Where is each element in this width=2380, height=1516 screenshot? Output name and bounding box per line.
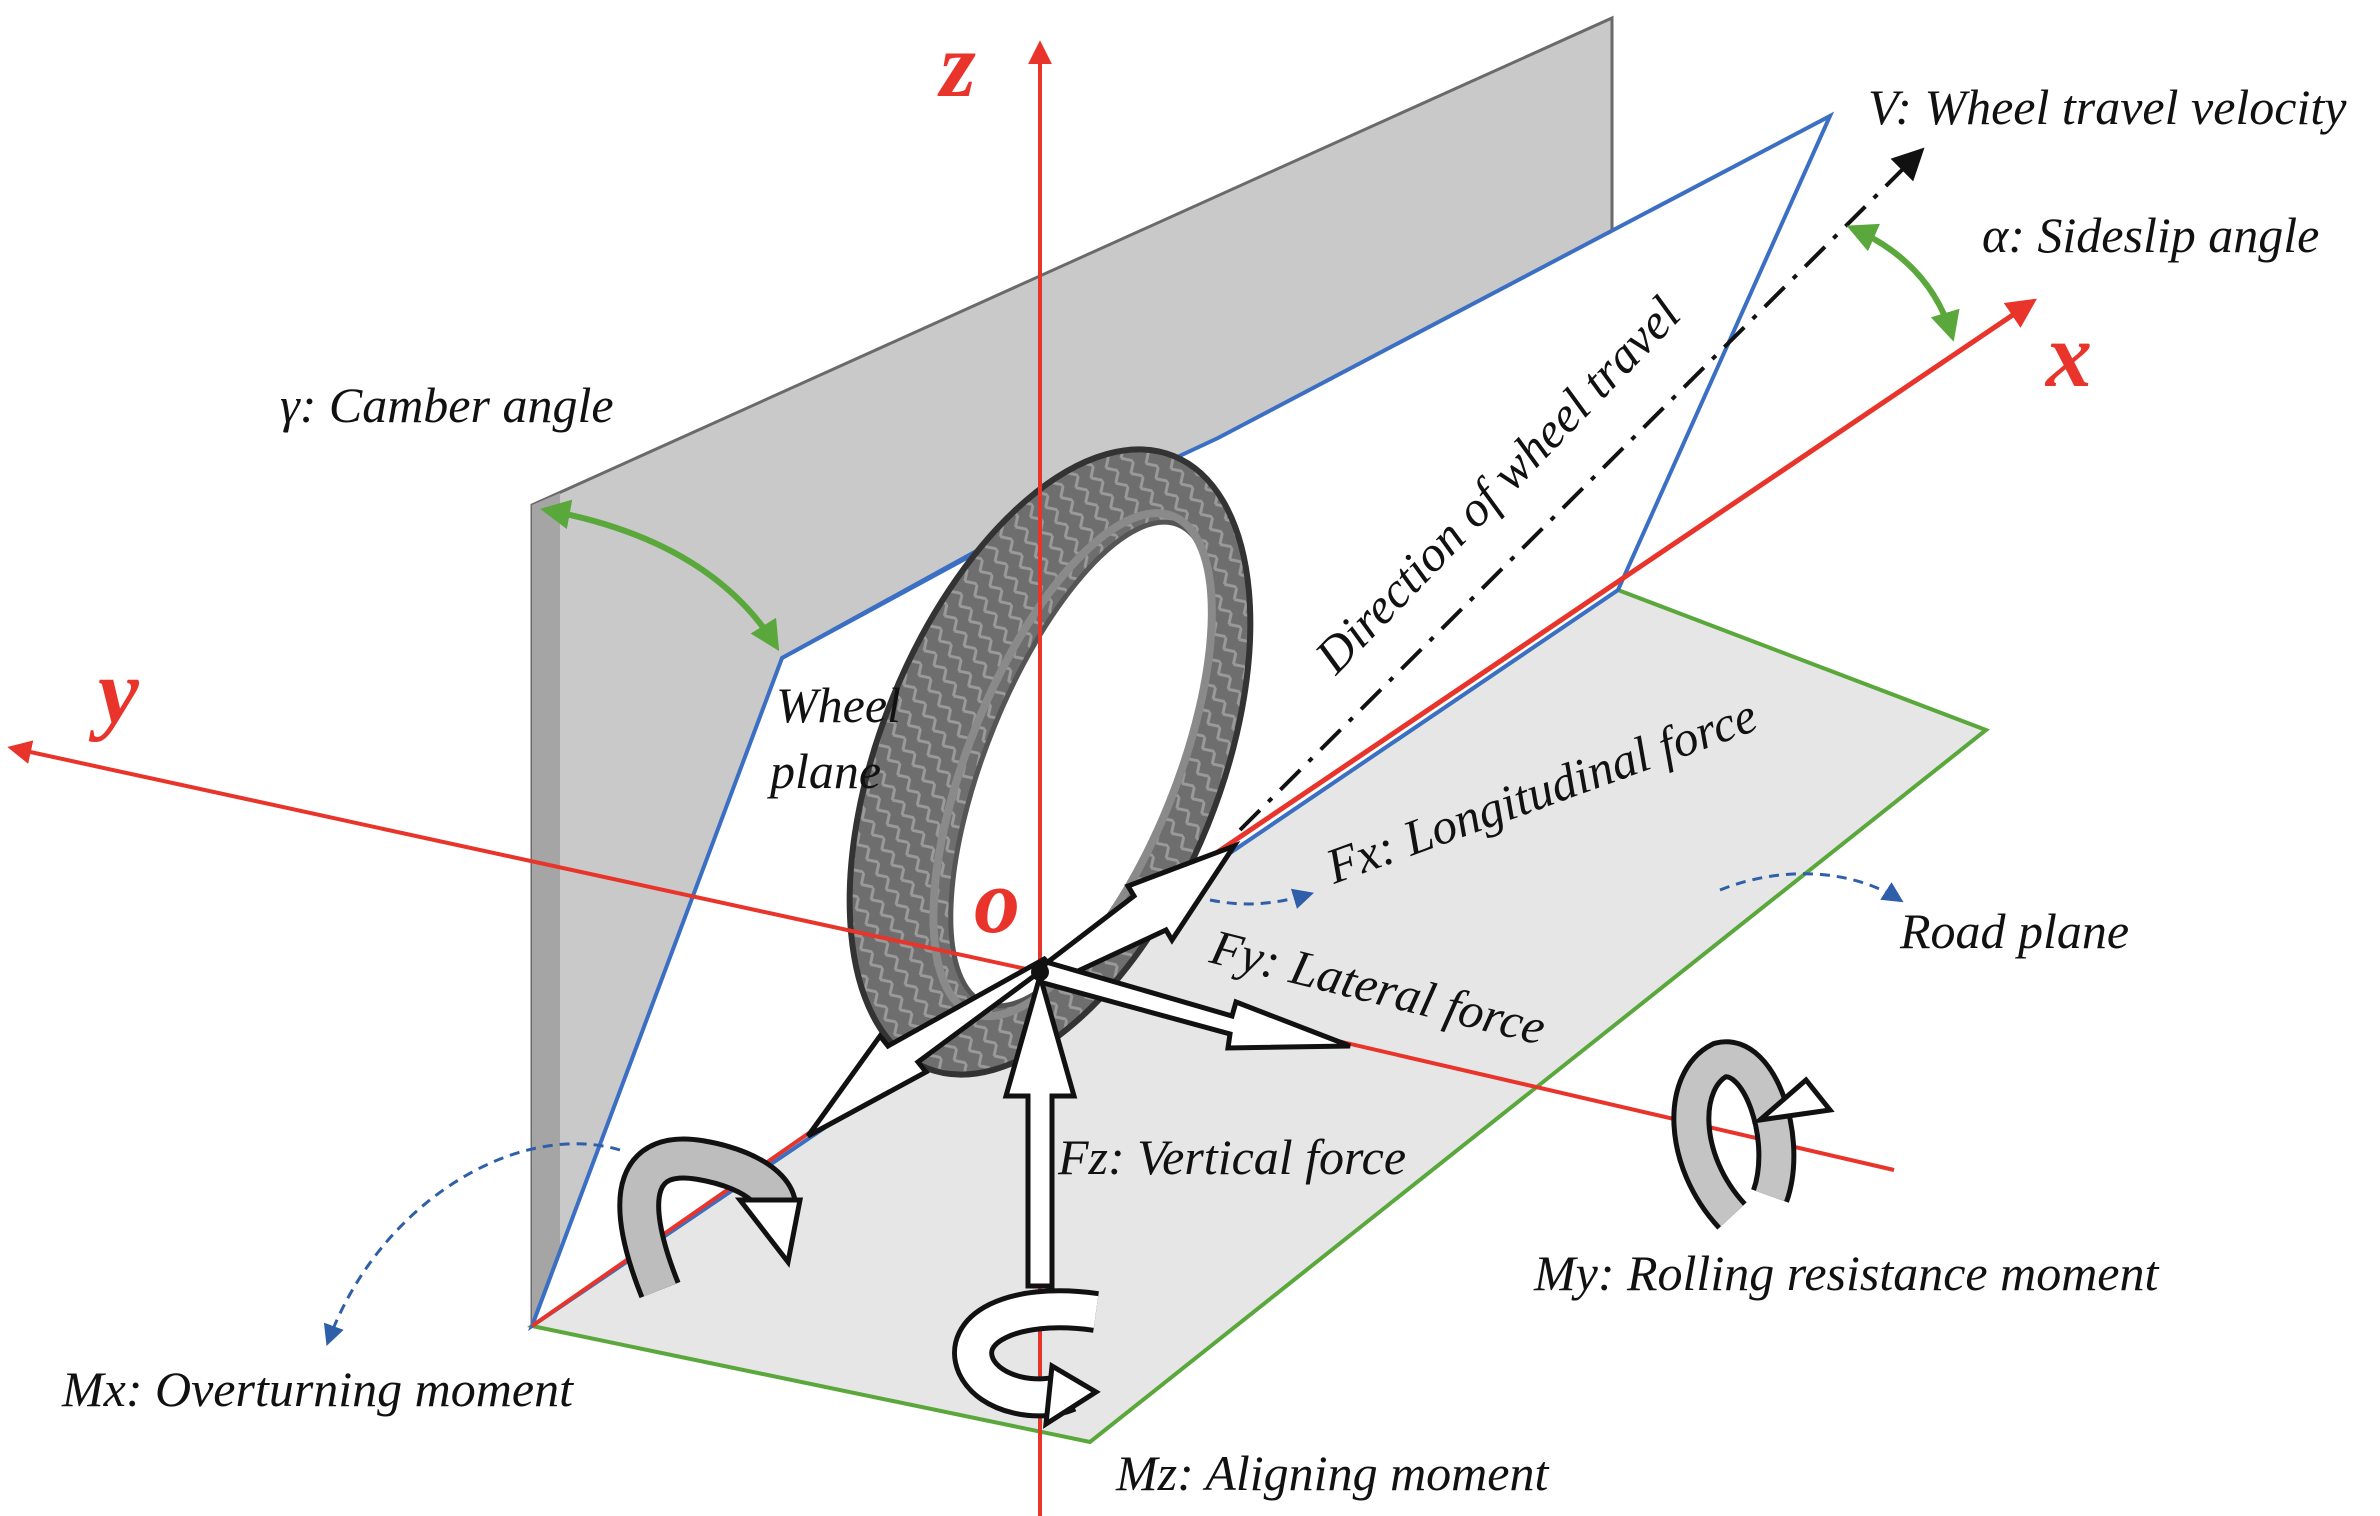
wheel-plane-label-line2: plane [767,743,881,799]
fz-arrow [1002,966,1078,1289]
x-axis-label: x [2044,304,2092,406]
wheel-travel-line [1238,147,1925,832]
camber-arc [540,499,780,652]
fz-label: Fz: Vertical force [1057,1129,1406,1185]
road-plane-label: Road plane [1899,903,2129,959]
velocity-label: V: Wheel travel velocity [1868,79,2347,135]
fy-arrow [1036,958,1351,1051]
camber-label: γ: Camber angle [280,377,614,433]
origin-label: o [974,850,1020,952]
mx-moment-arrow [617,1136,804,1299]
mz-label: Mz: Aligning moment [1115,1445,1549,1501]
road-hint-arrow [1719,872,1904,903]
sideslip-arc [1846,223,1960,342]
mx-label: Mx: Overturning moment [61,1361,574,1417]
wheel-plane-step [781,536,1001,660]
my-label: My: Rolling resistance moment [1533,1245,2159,1301]
negative-x-arrow [805,955,1049,1139]
fx-hint-arrow [1209,888,1315,909]
y-axis [7,740,1041,974]
sideslip-label: α: Sideslip angle [1982,207,2319,263]
z-axis-label: z [937,14,976,116]
my-moment-arrow [1671,1039,1835,1230]
vertical-plane-shade [532,493,560,1326]
mx-hint-arrow [323,1142,621,1346]
origin-point [1031,963,1049,981]
wheel-plane-label-line1: Wheel [776,677,901,733]
y-axis-label: y [88,640,140,742]
mz-moment-arrow [952,1288,1101,1429]
